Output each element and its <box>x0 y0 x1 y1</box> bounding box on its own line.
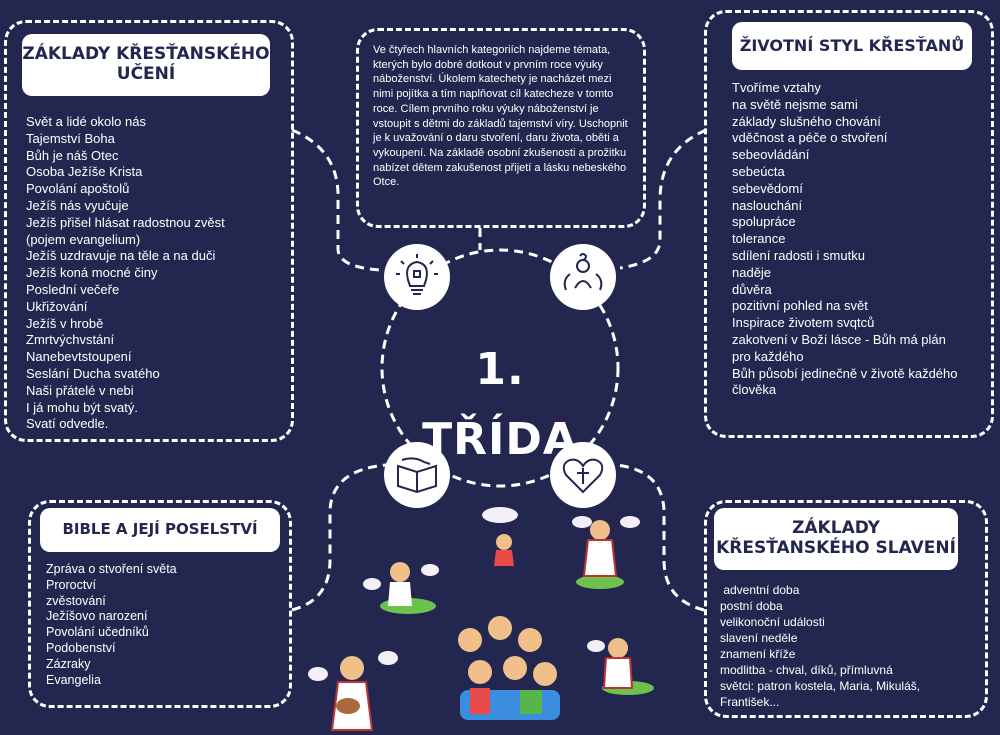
list-zaklady-slaveni: adventní doba postní doba velikonoční udál… <box>720 582 980 710</box>
connector-bottom-right <box>615 463 705 612</box>
list-item: sebeovládání <box>732 147 810 163</box>
center-ring <box>380 248 620 488</box>
list-item: Ježíšovo narození <box>46 609 148 624</box>
center-title: 1. TŘÍDA <box>422 344 578 465</box>
list-item: Podobenství <box>46 640 116 655</box>
list-item: naděje <box>732 264 772 280</box>
list-item: Proroctví <box>46 577 97 592</box>
list-item: postní doba <box>720 599 783 613</box>
panel-zaklady-uceni <box>4 20 294 442</box>
list-item: Ježíš přišel hlásat radostnou zvěst <box>26 214 225 230</box>
list-item: Inspirace životem svqtců <box>732 315 875 331</box>
list-item: Osoba Ježíše Krista <box>26 164 143 180</box>
list-item: Evangelia <box>46 672 101 687</box>
figure-child-balloon <box>494 534 514 566</box>
list-item: světci: patron kostela, Maria, Mikuláš, <box>720 679 921 693</box>
list-item: základy slušného chování <box>732 113 881 129</box>
list-item: Zpráva o stvoření světa <box>46 562 177 576</box>
title-text: BIBLE A JEJÍ POSELSTVÍ <box>62 520 258 539</box>
thinking-person-icon <box>550 244 616 310</box>
list-item: na světě nejsme sami <box>732 96 858 112</box>
list-item: člověka <box>732 382 777 398</box>
list-item: sebevědomí <box>732 180 803 196</box>
list-item: Ježíš koná mocné činy <box>26 265 158 281</box>
list-item: slavení neděle <box>720 631 798 645</box>
connector-top-right <box>619 128 707 270</box>
list-item: Povolání apoštolů <box>26 181 130 197</box>
figure-jesus-right <box>602 638 634 689</box>
intro-text: Ve čtyřech hlavních kategoriích najdeme … <box>373 44 628 189</box>
figure-jesus-guitar <box>330 656 374 731</box>
cloud-decoration <box>308 507 640 681</box>
list-item: modlitba - chval, díků, přímluvná <box>720 663 893 677</box>
list-item: naslouchání <box>732 197 803 213</box>
panel-title-zaklady-slaveni: ZÁKLADY KŘESŤANSKÉHO SLAVENÍ <box>714 508 958 570</box>
list-item: František... <box>720 695 780 709</box>
list-item: Zázraky <box>46 656 91 671</box>
panel-title-zaklady-uceni: ZÁKLADY KŘESŤANSKÉHO UČENÍ <box>22 34 270 96</box>
list-item: Tvoříme vztahy <box>732 80 821 95</box>
title-text: ŽIVOTNÍ STYL KŘESŤANŮ <box>739 35 965 55</box>
list-item: důvěra <box>732 281 772 297</box>
list-item: Tajemství Boha <box>26 130 115 146</box>
list-item: I já mohu být svatý. <box>26 399 138 415</box>
list-item: Nanebevtstoupení <box>26 349 132 365</box>
panel-zivotni-styl <box>704 10 994 438</box>
list-item: Bůh působí jedinečně v životě každého <box>732 365 958 381</box>
list-item: Seslání Ducha svatého <box>26 365 160 381</box>
list-item: Naši přátelé v nebi <box>26 382 134 398</box>
list-item: zvěstování <box>46 593 106 608</box>
figure-child-angel <box>388 562 412 606</box>
list-item: Ježíš nás vyučuje <box>26 197 129 213</box>
panel-bible <box>28 500 292 708</box>
list-item: vděčnost a péče o stvoření <box>732 130 888 146</box>
list-item: pro každého <box>732 348 804 364</box>
list-item: (pojem evangelium) <box>26 231 141 247</box>
bible-hand-icon <box>384 442 450 508</box>
list-item: zakotvení v Boží lásce - Bůh má plán <box>732 331 946 347</box>
list-item: sdílení radosti i smutku <box>732 247 865 263</box>
panel-title-bible: BIBLE A JEJÍ POSELSTVÍ <box>40 508 280 552</box>
connector-bottom-left <box>291 463 387 612</box>
panel-title-zivotni-styl: ŽIVOTNÍ STYL KŘESŤANŮ <box>732 22 972 70</box>
connector-top-left <box>291 128 383 272</box>
list-item: Poslední večeře <box>26 281 120 297</box>
figure-children-group <box>458 616 560 720</box>
title-text: ZÁKLADY KŘESŤANSKÉHO SLAVENÍ <box>716 518 956 558</box>
heart-cross-icon <box>550 442 616 508</box>
list-item: tolerance <box>732 231 786 247</box>
list-item: Svět a lidé okolo nás <box>26 114 146 129</box>
lightbulb-puzzle-icon <box>384 244 450 310</box>
panel-zaklady-slaveni <box>704 500 988 718</box>
list-item: adventní doba <box>720 583 800 597</box>
intro-text-box: Ve čtyřech hlavních kategoriích najdeme … <box>356 28 646 228</box>
list-item: Svatí odvedle. <box>26 416 109 432</box>
list-item: Ježíš uzdravuje na těle a na duči <box>26 248 216 264</box>
list-item: znamení kříže <box>720 647 796 661</box>
list-item: spolupráce <box>732 214 796 230</box>
figure-jesus-top <box>582 520 618 577</box>
list-item: Zmrtvýchvstání <box>26 332 115 348</box>
list-item: Bůh je náš Otec <box>26 147 119 163</box>
list-item: pozitivní pohled na svět <box>732 298 868 314</box>
title-text: ZÁKLADY KŘESŤANSKÉHO UČENÍ <box>22 44 270 84</box>
list-item: sebeúcta <box>732 163 785 179</box>
list-item: velikonoční události <box>720 615 825 629</box>
list-item: Povolání učedníků <box>46 625 149 640</box>
list-item: Ukřižování <box>26 298 88 314</box>
list-item: Ježíš v hrobě <box>26 315 104 331</box>
